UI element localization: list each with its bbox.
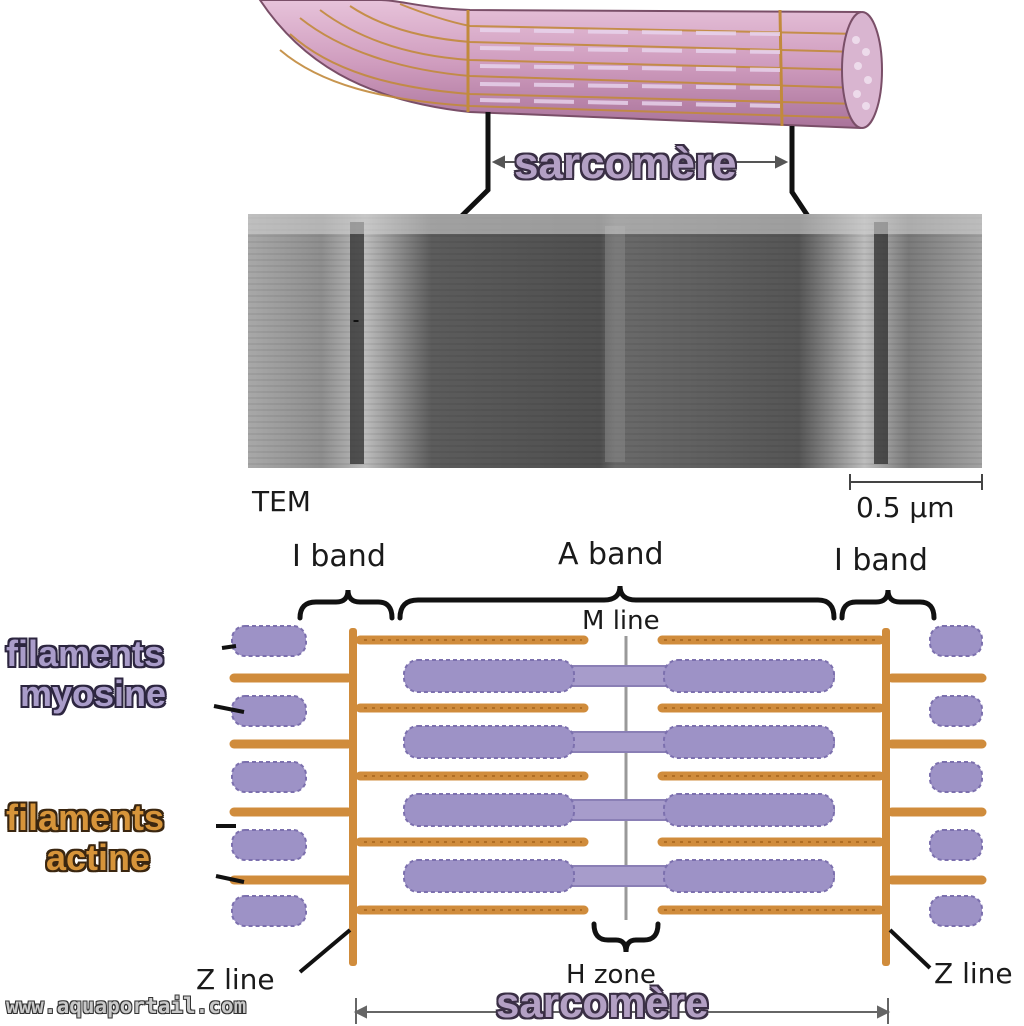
scale-label: 0.5 μm bbox=[856, 491, 955, 524]
h-zone-brace bbox=[591, 921, 661, 953]
sarcomere-label-top: sarcomère bbox=[514, 139, 737, 188]
h-zone-label: H zone bbox=[566, 960, 656, 990]
z-line-left-label: Z line bbox=[196, 963, 275, 996]
sarcomere-arrow-top bbox=[491, 155, 789, 169]
m-line-label: M line bbox=[580, 606, 662, 636]
filaments-myosine-label-1: filaments bbox=[6, 633, 165, 674]
a-band-label: A band bbox=[558, 537, 664, 572]
tem-label: TEM bbox=[252, 485, 311, 518]
filaments-actine-label-1: filaments bbox=[6, 797, 165, 838]
scale-bar bbox=[849, 474, 983, 490]
myosin-heads bbox=[231, 625, 983, 927]
label-pointers bbox=[213, 644, 932, 974]
watermark: www.aquaportail.com bbox=[6, 994, 247, 1018]
i-band-left-label: I band bbox=[292, 539, 386, 574]
filaments-actine-label-2: actine bbox=[46, 837, 151, 878]
z-line-right-label: Z line bbox=[934, 957, 1013, 990]
sarcomere-label-bottom: sarcomère bbox=[496, 979, 709, 1026]
filaments-myosine-label-2: myosine bbox=[20, 673, 167, 714]
i-band-left-brace bbox=[297, 589, 395, 621]
actin-texture bbox=[364, 639, 878, 911]
i-band-right-brace bbox=[839, 589, 937, 621]
i-band-right-label: I band bbox=[834, 543, 928, 578]
tem-micrograph bbox=[248, 214, 982, 468]
a-band-brace bbox=[397, 585, 837, 621]
sarcomere-arrow-bottom bbox=[353, 998, 891, 1024]
muscle-fiber-illustration bbox=[258, 0, 883, 130]
band-braces bbox=[297, 585, 937, 953]
